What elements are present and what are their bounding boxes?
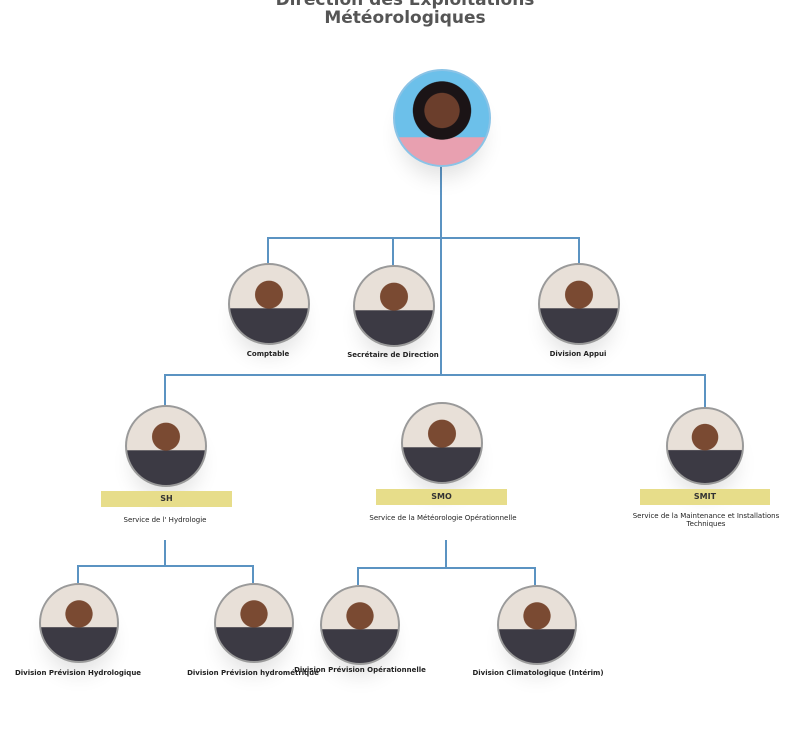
connector <box>77 565 254 567</box>
smo-photo <box>401 402 483 484</box>
chart-title-line1: Direction des Exploitations <box>275 0 535 10</box>
smo-badge: SMO <box>376 489 507 505</box>
connector <box>77 565 79 583</box>
div-climatologique-label: Division Climatologique (Intérim) <box>472 669 604 677</box>
sh-name: Service de l' Hydrologie <box>123 516 207 524</box>
smo-name: Service de la Météorologie Opérationnell… <box>369 514 517 522</box>
smit-name: Service de la Maintenance et Installatio… <box>632 512 780 528</box>
smit-badge: SMIT <box>640 489 770 505</box>
secretaire-label: Secrétaire de Direction <box>347 351 439 359</box>
connector <box>164 374 166 405</box>
comptable-label: Comptable <box>246 350 290 358</box>
connector <box>252 565 254 583</box>
div-hydrologique-label: Division Prévision Hydrologique <box>14 669 142 677</box>
comptable-photo <box>228 263 310 345</box>
connector <box>164 374 706 376</box>
sh-badge: SH <box>101 491 232 507</box>
connector <box>704 374 706 407</box>
div-climatologique-photo <box>497 585 577 665</box>
connector <box>357 567 536 569</box>
div-operationnelle-label: Division Prévision Opérationnelle <box>294 666 426 674</box>
connector <box>578 237 580 263</box>
division-appui-photo <box>538 263 620 345</box>
div-operationnelle-photo <box>320 585 400 665</box>
connector <box>267 237 580 239</box>
sh-photo <box>125 405 207 487</box>
connector <box>534 567 536 585</box>
chart-title-line2: Météorologiques <box>324 8 486 28</box>
connector <box>445 540 447 568</box>
div-hydrometrique-photo <box>214 583 294 663</box>
div-hydrometrique-label: Division Prévision hydrométrique <box>187 669 319 677</box>
connector <box>267 237 269 263</box>
connector <box>164 540 166 566</box>
div-hydrologique-photo <box>39 583 119 663</box>
connector <box>440 165 442 375</box>
smit-photo <box>666 407 744 485</box>
secretaire-photo <box>353 265 435 347</box>
division-appui-label: Division Appui <box>549 350 607 358</box>
connector <box>357 567 359 585</box>
connector <box>392 237 394 265</box>
director-photo <box>393 69 491 167</box>
